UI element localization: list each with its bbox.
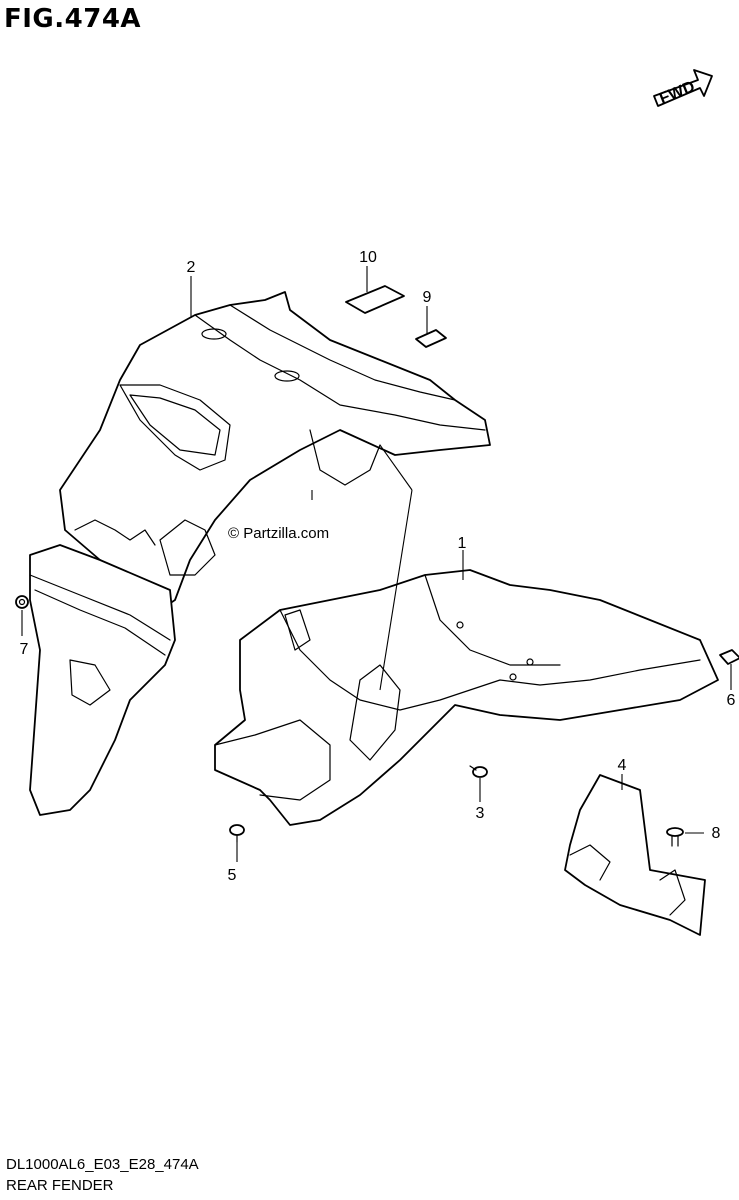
- part-5-screw[interactable]: [229, 824, 245, 843]
- figure-title: FIG.474A: [4, 4, 142, 34]
- callout-4: 4: [618, 757, 627, 774]
- license-plate-bracket: [29, 544, 176, 816]
- callout-10: 10: [359, 249, 377, 266]
- part-7-grommet[interactable]: [15, 595, 29, 609]
- watermark: © Partzilla.com: [228, 525, 329, 542]
- assembly-line: [379, 444, 413, 491]
- fwd-label: FWD: [657, 78, 697, 107]
- assembly-line: [379, 489, 413, 691]
- part-4-cover[interactable]: [564, 774, 706, 936]
- part-3-screw[interactable]: [469, 765, 488, 778]
- callout-5: 5: [228, 867, 237, 884]
- figure-code: DL1000AL6_E03_E28_474A: [6, 1156, 199, 1173]
- callout-8: 8: [712, 825, 721, 842]
- callout-1: 1: [458, 535, 467, 552]
- part-9-pad[interactable]: [415, 329, 447, 348]
- figure-caption: REAR FENDER: [6, 1177, 114, 1194]
- callout-3: 3: [476, 805, 485, 822]
- part-2-tail-cover[interactable]: [59, 291, 491, 611]
- callout-2: 2: [187, 259, 196, 276]
- part-6-nut[interactable]: [719, 649, 739, 665]
- callout-6: 6: [727, 692, 736, 709]
- part-1-rear-fender[interactable]: [214, 569, 719, 826]
- fwd-arrow-icon: FWD: [653, 69, 713, 108]
- callout-9: 9: [423, 289, 432, 306]
- part-10-pad[interactable]: [345, 285, 405, 314]
- callout-7: 7: [20, 641, 29, 658]
- part-8-screw[interactable]: [666, 827, 684, 847]
